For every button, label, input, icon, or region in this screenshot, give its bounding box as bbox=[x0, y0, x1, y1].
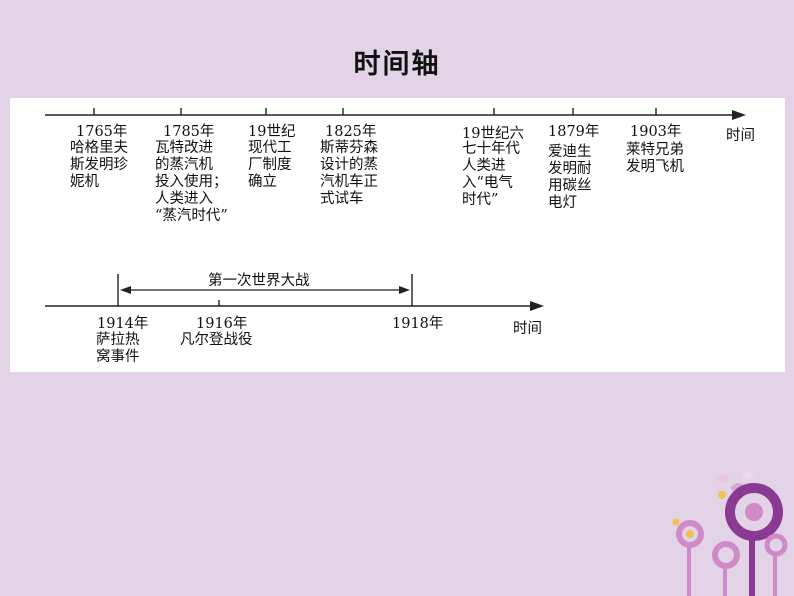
timeline2-axis-label: 时间 bbox=[513, 321, 542, 337]
page-title: 时间轴 bbox=[353, 49, 441, 80]
event-description: 哈格里夫 斯发明珍 妮机 bbox=[70, 140, 128, 190]
event-description: 爱迪生 发明耐 用碳丝 电灯 bbox=[548, 144, 592, 211]
event-description: 莱特兄弟 发明飞机 bbox=[626, 142, 684, 175]
event-year: 19世纪 bbox=[248, 124, 296, 140]
war-span-arrow-left bbox=[120, 286, 131, 294]
event-description: 七十年代 人类进 入“电气 时代” bbox=[462, 141, 520, 208]
event-year: 1825年 bbox=[325, 124, 377, 140]
timeline1-arrowhead bbox=[732, 110, 746, 120]
event-year: 1879年 bbox=[548, 124, 600, 140]
war-span-arrow-right bbox=[399, 286, 410, 294]
event-description: 萨拉热 窝事件 bbox=[96, 332, 140, 365]
timeline-lines bbox=[45, 108, 746, 311]
event-year: 1903年 bbox=[630, 124, 682, 140]
event-year: 1916年 bbox=[196, 316, 248, 332]
event-year: 1914年 bbox=[97, 316, 149, 332]
event-description: 瓦特改进 的蒸汽机 投入使用； 人类进入 “蒸汽时代” bbox=[155, 140, 228, 224]
event-description: 凡尔登战役 bbox=[180, 332, 253, 348]
event-description: 现代工 厂制度 确立 bbox=[248, 140, 292, 190]
timeline-panel: 1765年 哈格里夫 斯发明珍 妮机 1785年 瓦特改进 的蒸汽机 投入使用；… bbox=[10, 98, 785, 372]
event-description: 斯蒂芬森 设计的蒸 汽机车正 式试车 bbox=[320, 140, 378, 207]
event-year: 1765年 bbox=[76, 124, 128, 140]
war-label: 第一次世界大战 bbox=[208, 273, 310, 289]
timeline1-axis-label: 时间 bbox=[726, 128, 755, 144]
event-year: 1918年 bbox=[392, 316, 444, 332]
event-year: 1785年 bbox=[163, 124, 215, 140]
timeline2-arrowhead bbox=[530, 301, 544, 311]
event-year: 19世纪六 bbox=[462, 126, 524, 142]
